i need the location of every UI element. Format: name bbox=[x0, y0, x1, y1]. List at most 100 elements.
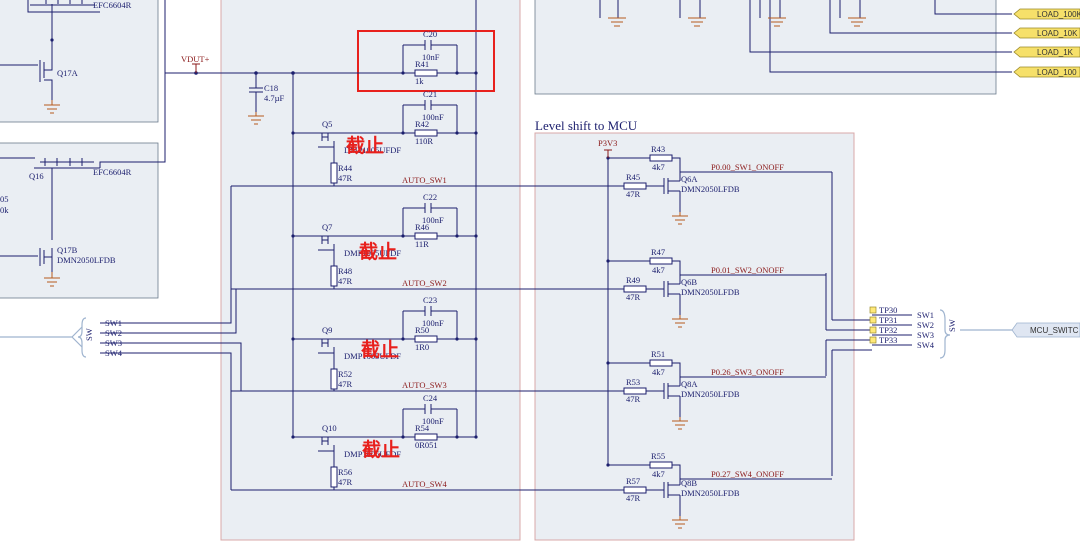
auto-sw-net: AUTO_SW3 bbox=[402, 380, 447, 390]
res-ref: R41 bbox=[415, 59, 429, 69]
pmos-part: DMP1005UFDF bbox=[344, 145, 401, 155]
panel-top-left bbox=[0, 0, 159, 123]
resistor-R41 bbox=[414, 69, 438, 77]
left-mid-group: Q16 EFC6604R 05 0k Q17B DMN2050LFDB bbox=[0, 0, 166, 287]
right-port-1: SW1 bbox=[917, 310, 934, 320]
panel-level-shift bbox=[534, 132, 855, 541]
rin-val: 47R bbox=[626, 189, 641, 199]
testpoint-label: TP30 bbox=[879, 305, 897, 315]
cap-ref: C20 bbox=[423, 29, 437, 39]
load-tag bbox=[1013, 46, 1080, 58]
testpoint-label: TP33 bbox=[879, 335, 897, 345]
left-port-1: SW1 bbox=[105, 318, 122, 328]
c18-ref: C18 bbox=[264, 83, 278, 93]
switch-row-1: C2010nFR411kQ5DMP1005UFDFR4447R截止AUTO_SW… bbox=[231, 29, 608, 187]
pmos-ref: Q10 bbox=[322, 423, 337, 433]
q16-label: Q16 bbox=[29, 171, 44, 181]
cap-val: 100nF bbox=[422, 215, 444, 225]
ground-icon bbox=[672, 315, 688, 328]
p3v3-net: P3V3 bbox=[598, 138, 617, 148]
level-shift-title: Level shift to MCU bbox=[535, 118, 638, 133]
mcu-io-net: P0.26_SW3_ONOFF bbox=[711, 367, 784, 377]
auto-sw-net: AUTO_SW4 bbox=[402, 479, 447, 489]
rpu-ref: R55 bbox=[651, 451, 665, 461]
rin-ref: R45 bbox=[626, 172, 640, 182]
nmos-ref: Q6A bbox=[681, 174, 698, 184]
load-tag bbox=[1013, 27, 1080, 39]
right-port-4: SW4 bbox=[917, 340, 935, 350]
pmos-part: DMP1005UFDF bbox=[344, 449, 401, 459]
right-port-3: SW3 bbox=[917, 330, 934, 340]
resistor-R44 bbox=[330, 162, 338, 184]
res-ref: R46 bbox=[415, 222, 429, 232]
rgate-val: 47R bbox=[338, 477, 353, 487]
switch-row-4: C23100nFR501R0Q10DMP1005UFDFR5647R截止AUTO… bbox=[231, 295, 608, 491]
mcu-io-net: P0.27_SW4_ONOFF bbox=[711, 469, 784, 479]
panel-mid-left bbox=[0, 142, 159, 299]
highlight-box bbox=[357, 30, 495, 92]
resistor-R45 bbox=[623, 182, 647, 190]
res-val: 1k bbox=[415, 76, 424, 86]
mcu-switch-tag bbox=[1011, 322, 1080, 338]
auto-sw-net: AUTO_SW2 bbox=[402, 278, 447, 288]
load-label: LOAD_100 bbox=[1037, 68, 1077, 77]
cap-val: 100nF bbox=[422, 318, 444, 328]
rgate-ref: R52 bbox=[338, 369, 352, 379]
nmos-part: DMN2050LFDB bbox=[681, 184, 740, 194]
resistor-R48 bbox=[330, 265, 338, 287]
res-ref: R50 bbox=[415, 325, 429, 335]
left-top-group: EFC6604R Q17A bbox=[0, 0, 132, 114]
rin-ref: R49 bbox=[626, 275, 640, 285]
rpu-val: 4k7 bbox=[652, 367, 665, 377]
rpu-ref: R51 bbox=[651, 349, 665, 359]
nmos-part: DMN2050LFDB bbox=[681, 488, 740, 498]
frag-2: 0k bbox=[0, 205, 9, 215]
right-port-2: SW2 bbox=[917, 320, 934, 330]
cap-val: 10nF bbox=[422, 52, 440, 62]
sw-bus-label-left: SW bbox=[84, 328, 94, 341]
ground-icon bbox=[672, 516, 688, 529]
cutoff-annotation: 截止 bbox=[346, 134, 384, 157]
cap-ref: C23 bbox=[423, 295, 437, 305]
rgate-ref: R44 bbox=[338, 163, 353, 173]
resistor-R57 bbox=[623, 486, 647, 494]
cap-val: 100nF bbox=[422, 112, 444, 122]
res-val: 0R051 bbox=[415, 440, 438, 450]
testpoint-icon bbox=[869, 316, 877, 324]
nmos-ref: Q6B bbox=[681, 277, 697, 287]
cutoff-annotation: 截止 bbox=[362, 438, 400, 461]
cutoff-annotation: 截止 bbox=[361, 338, 399, 361]
resistor-R49 bbox=[623, 285, 647, 293]
nmos-part: DMN2050LFDB bbox=[681, 389, 740, 399]
rpu-ref: R43 bbox=[651, 144, 665, 154]
resistor-R51 bbox=[649, 359, 673, 367]
res-val: 11R bbox=[415, 239, 429, 249]
q16-part: EFC6604R bbox=[93, 167, 132, 177]
p3v3-rail: P3V3 bbox=[598, 138, 617, 465]
resistor-R46 bbox=[414, 232, 438, 240]
load-label: LOAD_100K bbox=[1037, 10, 1080, 19]
res-ref: R54 bbox=[415, 423, 430, 433]
cap-ref: C21 bbox=[423, 89, 437, 99]
mcu-switch-label: MCU_SWITC bbox=[1030, 326, 1079, 335]
mcu-io-net: P0.01_SW2_ONOFF bbox=[711, 265, 784, 275]
pmos-part: DMP1005UFDF bbox=[344, 248, 401, 258]
rin-ref: R57 bbox=[626, 476, 640, 486]
pmos-ref: Q7 bbox=[322, 222, 332, 232]
nmos-ref: Q8A bbox=[681, 379, 698, 389]
rpu-val: 4k7 bbox=[652, 162, 665, 172]
left-port-2: SW2 bbox=[105, 328, 122, 338]
rgate-val: 47R bbox=[338, 173, 353, 183]
load-label: LOAD_1K bbox=[1037, 48, 1074, 57]
ground-icon bbox=[672, 417, 688, 430]
rpu-val: 4k7 bbox=[652, 469, 665, 479]
